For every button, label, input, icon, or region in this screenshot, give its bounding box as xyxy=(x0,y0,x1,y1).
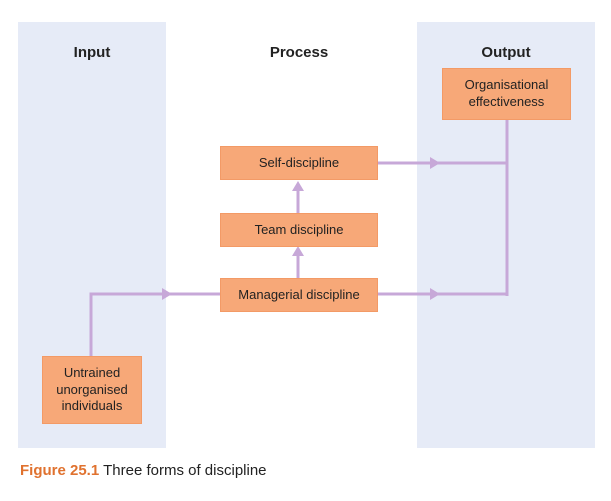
arrowhead-input-to-managerial xyxy=(162,288,172,300)
output-heading: Output xyxy=(481,44,531,61)
self-discipline-box: Self-discipline xyxy=(220,146,378,180)
team-discipline-label: Team discipline xyxy=(254,221,344,237)
process-heading: Process xyxy=(269,44,329,61)
arrowhead-self-to-output xyxy=(430,157,440,169)
arrowhead-to-team xyxy=(292,246,304,256)
figure-title: Three forms of discipline xyxy=(103,462,267,479)
arrowhead-to-self xyxy=(292,181,304,191)
untrained-individuals-box: Untrained unorganised individuals xyxy=(42,356,142,424)
team-discipline-box: Team discipline xyxy=(220,213,378,247)
untrained-individuals-label: Untrained unorganised individuals xyxy=(56,364,128,414)
managerial-discipline-box: Managerial discipline xyxy=(220,278,378,312)
figure-number: Figure 25.1 xyxy=(20,462,100,479)
figure-caption: Figure 25.1 Three forms of discipline xyxy=(20,462,267,479)
input-heading: Input xyxy=(73,44,111,61)
organisational-effectiveness-box: Organisational effectiveness xyxy=(442,68,571,120)
connector-input-to-managerial xyxy=(89,292,220,356)
arrowhead-managerial-to-output xyxy=(430,288,440,300)
organisational-effectiveness-label: Organisational effectiveness xyxy=(464,77,549,109)
managerial-discipline-label: Managerial discipline xyxy=(238,286,360,302)
self-discipline-label: Self-discipline xyxy=(258,154,340,170)
